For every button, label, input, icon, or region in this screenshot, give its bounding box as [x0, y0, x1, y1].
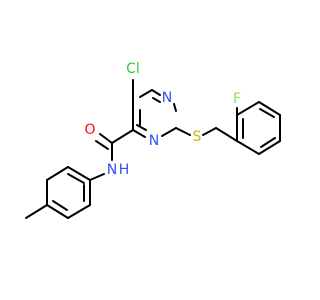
- atom-oxygen: O: [84, 122, 95, 138]
- bond-tol-4: [46, 204, 69, 219]
- atom-labels: Cl N N O N H S F: [84, 61, 241, 178]
- bond-tol-inner-2: [52, 200, 68, 211]
- bond-methyl: [25, 204, 48, 219]
- molecule-structure: Cl N N O N H S F: [25, 61, 281, 219]
- bond-c6-n1-inner: [152, 97, 161, 103]
- bond-n1-c2: [173, 103, 177, 112]
- atom-ring-nitrogen-bottom: N: [149, 133, 159, 149]
- bond-c-o-a: [99, 133, 113, 144]
- bond-s-ch2: [202, 127, 217, 136]
- bond-n3-c4: [132, 129, 146, 138]
- bond-c-o-b: [95, 140, 109, 150]
- bond-n3-c4-inner: [136, 124, 147, 131]
- atom-fluorine: F: [233, 91, 241, 107]
- bond-c2-s: [175, 127, 191, 136]
- bond-fph-2: [236, 140, 260, 155]
- structure-canvas: Cl N N O N H S F: [25, 61, 281, 219]
- atom-sulfur: S: [193, 129, 202, 145]
- bond-ch2-aryl: [215, 127, 238, 142]
- bond-tol-5: [67, 204, 91, 219]
- atom-ring-nitrogen-top: N: [162, 90, 172, 106]
- bond-fph-inner-2: [260, 137, 276, 148]
- bond-c5-c6: [139, 89, 153, 98]
- bond-c2-n3: [161, 127, 177, 137]
- bond-c6-n1: [151, 89, 161, 96]
- bond-fph-6: [236, 101, 260, 116]
- bond-tol-inner-1: [67, 173, 85, 184]
- bond-tol-1: [67, 166, 91, 181]
- bond-fph-inner-3: [259, 108, 275, 118]
- atom-chlorine: Cl: [126, 61, 140, 77]
- bond-fph-5: [258, 101, 281, 116]
- bond-tol-2: [46, 166, 69, 181]
- bonds: [25, 79, 281, 219]
- bond-fph-3: [258, 140, 281, 155]
- atom-amide-nitrogen: N: [107, 162, 117, 178]
- bond-c4-carbonyl: [111, 129, 134, 144]
- bond-n-aryl: [89, 173, 105, 181]
- atom-amide-hydrogen: H: [119, 162, 130, 178]
